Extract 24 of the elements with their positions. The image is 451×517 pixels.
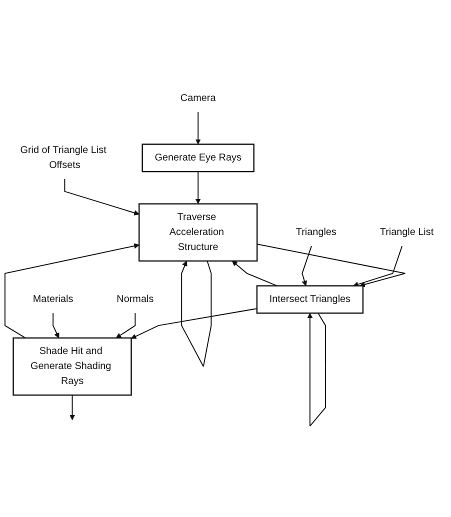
node-text: Camera <box>180 92 216 104</box>
node-text: Materials <box>32 294 74 304</box>
node-box: Traverse Acceleration Structure <box>138 203 258 262</box>
arrow <box>353 246 403 287</box>
arrow <box>116 312 136 338</box>
arrow <box>52 312 60 338</box>
arrow <box>256 244 406 288</box>
node-box: Intersect Triangles <box>256 285 364 314</box>
arrow <box>195 111 201 144</box>
node-text: Normals <box>116 294 154 304</box>
arrow <box>64 178 140 216</box>
node-text: Triangles <box>296 226 336 238</box>
node-box: Generate Eye Rays <box>142 144 254 172</box>
arrow <box>232 260 278 286</box>
arrow <box>181 260 212 367</box>
node-box: Shade Hit and Generate Shading Rays <box>12 337 132 396</box>
arrow <box>70 394 75 420</box>
arrow <box>131 308 258 339</box>
node-text: Grid of Triangle List Offsets <box>20 144 106 170</box>
node-text: Triangle List <box>380 226 434 238</box>
arrow <box>307 312 326 427</box>
arrow <box>4 243 140 338</box>
arrow <box>195 171 201 204</box>
arrow <box>302 246 312 286</box>
